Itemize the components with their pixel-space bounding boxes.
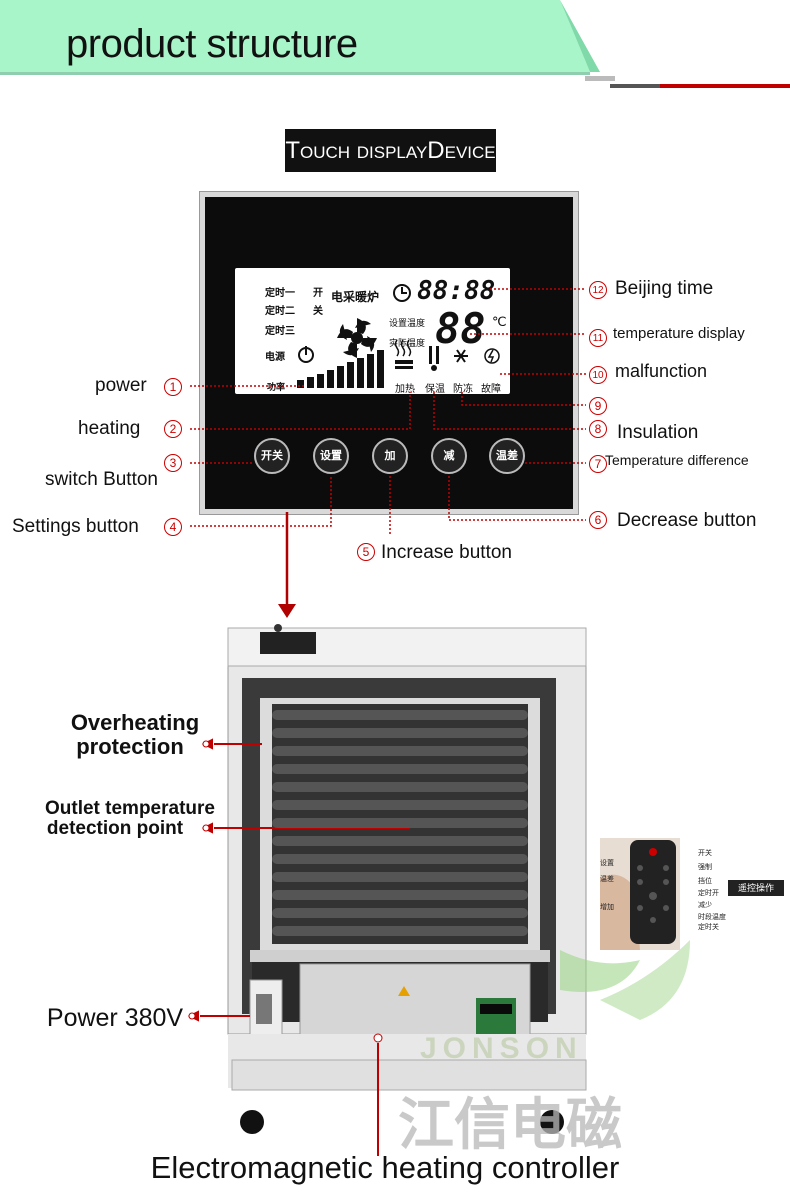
- callout-settings-num: 4: [164, 518, 182, 536]
- lcd-display: 定时一 定时二 定时三 开 关 电采暖炉 电源 功率 设置温度 实际温度 88:…: [235, 268, 510, 395]
- lcd-set-temp: 设置温度: [389, 318, 426, 328]
- callout-tempdisplay-label: temperature display: [613, 325, 745, 342]
- callout-beijing-label: Beijing time: [615, 278, 714, 299]
- lcd-temp: 88: [435, 304, 486, 353]
- remote-right-3: 定时开: [698, 889, 719, 897]
- settings-button[interactable]: 设置: [313, 438, 349, 474]
- lcd-insulate: 保温: [425, 384, 445, 395]
- lcd-on: 开: [313, 288, 323, 299]
- remote-left-1: 温差: [600, 875, 614, 883]
- lcd-clock: 88:88: [417, 276, 496, 306]
- remote-control-illustration: [600, 838, 680, 950]
- callout-tempdisplay-num: 11: [589, 329, 607, 347]
- callout-decrease-num: 6: [589, 511, 607, 529]
- remote-right-5: 时段温度: [698, 913, 726, 921]
- watermark-en: JONSON: [420, 1032, 583, 1065]
- remote-right-0: 开关: [698, 849, 712, 857]
- callout-malfunction-label: malfunction: [615, 361, 708, 381]
- callout-increase-label: Increase button: [381, 542, 512, 563]
- callout-heating-label: heating: [78, 418, 141, 439]
- page-title: product structure: [66, 22, 358, 66]
- lcd-fault: 故障: [481, 384, 501, 395]
- lcd-power-label: 电源: [265, 352, 285, 363]
- lcd-antifreeze: 防冻: [453, 384, 473, 395]
- lcd-power-level-label: 功率: [267, 382, 286, 392]
- section-title: Touch displayDevice: [285, 129, 496, 172]
- callout-power-label: power: [95, 375, 147, 396]
- lcd-graphics: [297, 284, 500, 388]
- callout-switch-label: switch Button: [45, 469, 158, 490]
- callout-malfunction-num: 10: [589, 366, 607, 384]
- lcd-timer1: 定时一: [265, 288, 295, 299]
- remote-right-4: 减少: [698, 901, 712, 909]
- temp-diff-button[interactable]: 温差: [489, 438, 525, 474]
- callout-increase-num: 5: [357, 543, 375, 561]
- lcd-off: 关: [313, 306, 323, 317]
- callout-decrease-label: Decrease button: [617, 510, 757, 531]
- heating-tubes: [272, 710, 528, 936]
- callout-heating-num: 2: [164, 420, 182, 438]
- lcd-heat: 加热: [395, 384, 415, 395]
- remote-right-2: 挡位: [698, 877, 712, 885]
- callout-beijing-num: 12: [589, 281, 607, 299]
- callout-switch-num: 3: [164, 454, 182, 472]
- remote-right-6: 定时关: [698, 923, 719, 931]
- power-380-label: Power 380V: [46, 1004, 184, 1032]
- lcd-temp-unit: ℃: [492, 314, 507, 329]
- callout-settings-label: Settings button: [12, 516, 139, 537]
- callout-insulation-num: 8: [589, 420, 607, 438]
- overheating-label-1: Overheating: [70, 710, 200, 735]
- callout-power-num: 1: [164, 378, 182, 396]
- callout-leader-lines: [190, 288, 586, 618]
- power-switch-button[interactable]: 开关: [254, 438, 290, 474]
- lcd-timer2: 定时二: [265, 306, 295, 317]
- increase-button[interactable]: 加: [372, 438, 408, 474]
- lcd-timer3: 定时三: [265, 326, 295, 337]
- remote-left-2: 增加: [600, 903, 614, 911]
- decrease-button[interactable]: 减: [431, 438, 467, 474]
- overheating-label-2: protection: [76, 734, 184, 759]
- callout-tempdiff-label: Temperature difference: [605, 452, 749, 468]
- remote-tag: 遥控操作: [728, 880, 784, 896]
- callout-insulation-label: Insulation: [617, 422, 699, 443]
- callout-antifreeze-num: 9: [589, 397, 607, 415]
- lcd-brand: 电采暖炉: [331, 290, 380, 304]
- outlet-label-2: detection point: [46, 818, 184, 839]
- remote-left-0: 设置: [600, 859, 614, 867]
- watermark-cn: 江信电磁: [398, 1093, 622, 1158]
- remote-right-1: 强制: [698, 863, 712, 871]
- remote-graphic: [600, 838, 680, 950]
- callout-tempdiff-num: 7: [589, 455, 607, 473]
- outlet-label-1: Outlet temperature: [45, 798, 215, 819]
- controller-label: Electromagnetic heating controller: [150, 1150, 620, 1185]
- header-banner: [0, 0, 790, 88]
